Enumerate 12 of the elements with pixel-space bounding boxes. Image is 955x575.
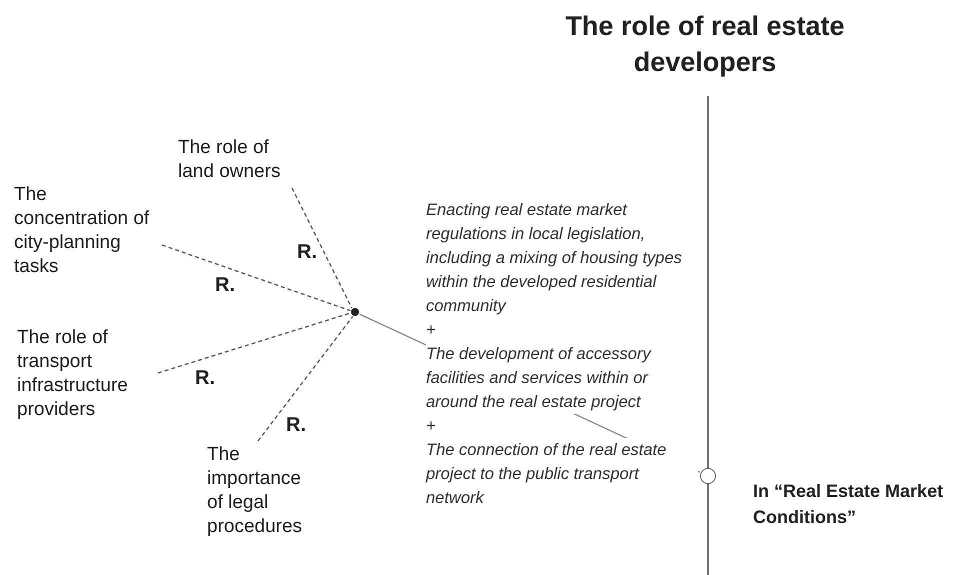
- dashed-connector: [162, 244, 350, 312]
- factor-text: The role of land owners: [178, 136, 286, 184]
- junction-dot: [351, 308, 359, 316]
- factor-text: The concentration of city-planning tasks: [14, 183, 159, 279]
- dashed-connector: [158, 312, 350, 374]
- dashed-connector: [291, 188, 352, 308]
- factor-text: The role of transport infrastructure providers: [17, 326, 157, 422]
- diagram-title: The role of real estate developers: [564, 10, 846, 79]
- factor-text: The importance of legal procedures: [207, 443, 322, 539]
- node-caption: In “Real Estate Market Conditions”: [753, 480, 944, 529]
- junction-circle: [700, 468, 716, 484]
- dashed-connector: [257, 316, 354, 442]
